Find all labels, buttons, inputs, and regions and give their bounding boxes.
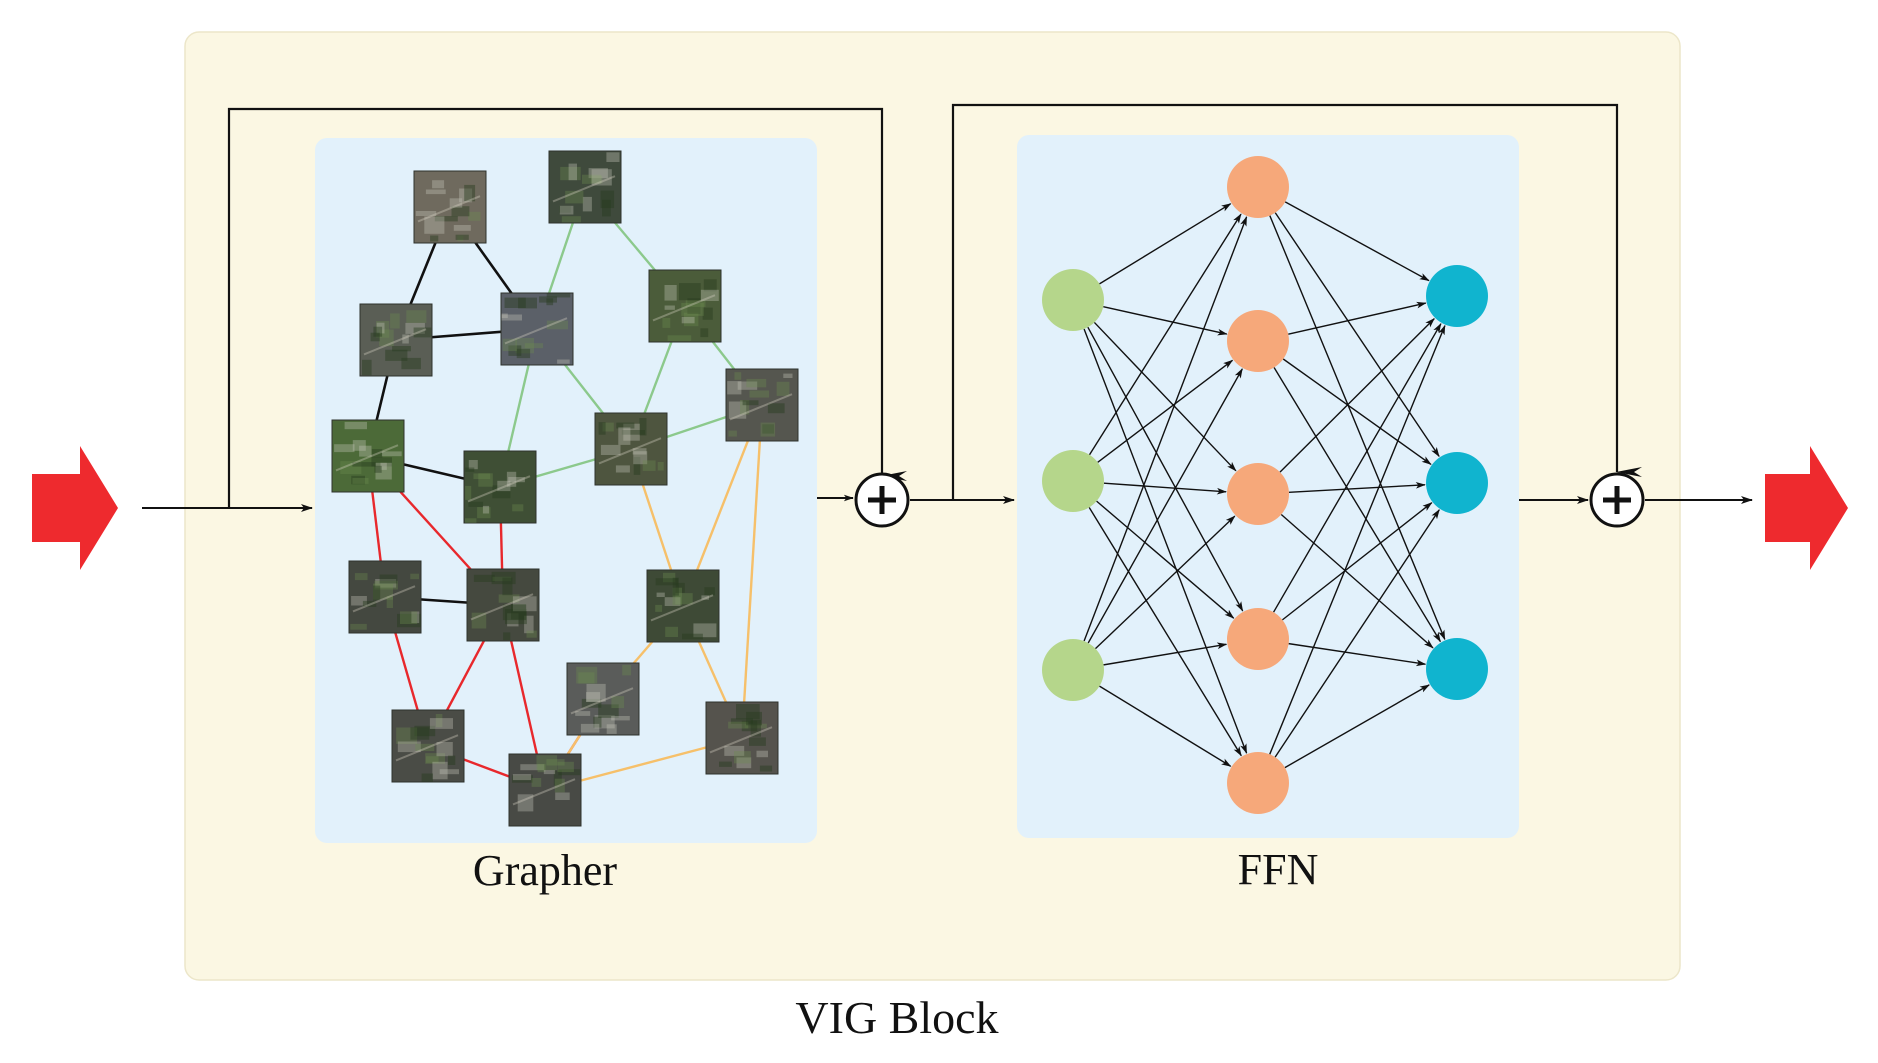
image-patch (500, 292, 574, 366)
image-patch (463, 450, 537, 524)
skip-connection-1 (227, 107, 907, 508)
image-patch (725, 368, 799, 442)
ffn-connection (1087, 368, 1243, 644)
ffn-connection (1279, 318, 1435, 473)
ffn-connection (1099, 203, 1232, 285)
image-patch (566, 662, 640, 736)
ffn-connection (1274, 212, 1440, 458)
image-patch (705, 701, 779, 775)
image-patch (594, 412, 668, 486)
ffn-nodes (1042, 156, 1488, 814)
input-neuron (1042, 269, 1104, 331)
ffn-connection (1088, 213, 1242, 456)
output-neuron (1426, 265, 1488, 327)
ffn-connection (1094, 515, 1236, 650)
image-patch (413, 170, 487, 244)
grapher-label: Grapher (473, 846, 617, 895)
image-patch (508, 753, 582, 827)
image-patch (391, 709, 465, 783)
add-node-icon (854, 472, 910, 528)
hidden-neuron (1227, 608, 1289, 670)
input-arrow-icon (32, 446, 118, 570)
input-neuron (1042, 450, 1104, 512)
ffn-connection (1269, 215, 1446, 641)
ffn-connection (1103, 306, 1228, 336)
input-neuron (1042, 639, 1104, 701)
add-node-icon (1589, 472, 1645, 528)
ffn-label: FFN (1238, 845, 1319, 894)
ffn-connection (1097, 359, 1234, 463)
block-label: VIG Block (795, 992, 998, 1043)
ffn-connection (1272, 322, 1442, 613)
image-patch (648, 269, 722, 343)
ffn-connection (1284, 201, 1430, 282)
ffn-connection (1103, 642, 1228, 666)
ffn-connection (1083, 328, 1248, 754)
data-flow-lines (142, 103, 1753, 512)
ffn-connection (1284, 684, 1430, 769)
ffn-connection (1093, 321, 1237, 472)
ffn-connection (1103, 482, 1227, 495)
ffn-connection (1083, 216, 1248, 642)
grapher-patches (331, 150, 799, 827)
image-patch (348, 560, 422, 634)
ffn-connection (1281, 502, 1433, 621)
graph-edge (740, 404, 764, 739)
ffn-connection (1096, 500, 1235, 619)
image-patch (548, 150, 622, 224)
ffn-connections (1083, 201, 1446, 769)
hidden-neuron (1227, 310, 1289, 372)
output-neuron (1426, 638, 1488, 700)
ffn-connection (1269, 324, 1446, 755)
ffn-connection (1273, 367, 1441, 643)
ffn-connection (1288, 301, 1427, 335)
ffn-connection (1288, 642, 1427, 667)
skip-connection-2 (951, 103, 1642, 500)
ffn-connection (1087, 326, 1244, 612)
ffn-connection (1280, 513, 1434, 649)
ffn-connection (1288, 481, 1426, 493)
image-patch (646, 569, 720, 643)
hidden-neuron (1227, 752, 1289, 814)
output-arrow-icon (1765, 446, 1848, 570)
ffn-connection (1274, 509, 1440, 758)
hidden-neuron (1227, 156, 1289, 218)
ffn-connection (1088, 507, 1242, 757)
ffn-connection (1099, 685, 1232, 767)
image-patch (331, 419, 405, 493)
ffn-connection (1282, 358, 1432, 465)
hidden-neuron (1227, 463, 1289, 525)
output-neuron (1426, 452, 1488, 514)
image-patch (359, 303, 433, 377)
image-patch (466, 568, 540, 642)
